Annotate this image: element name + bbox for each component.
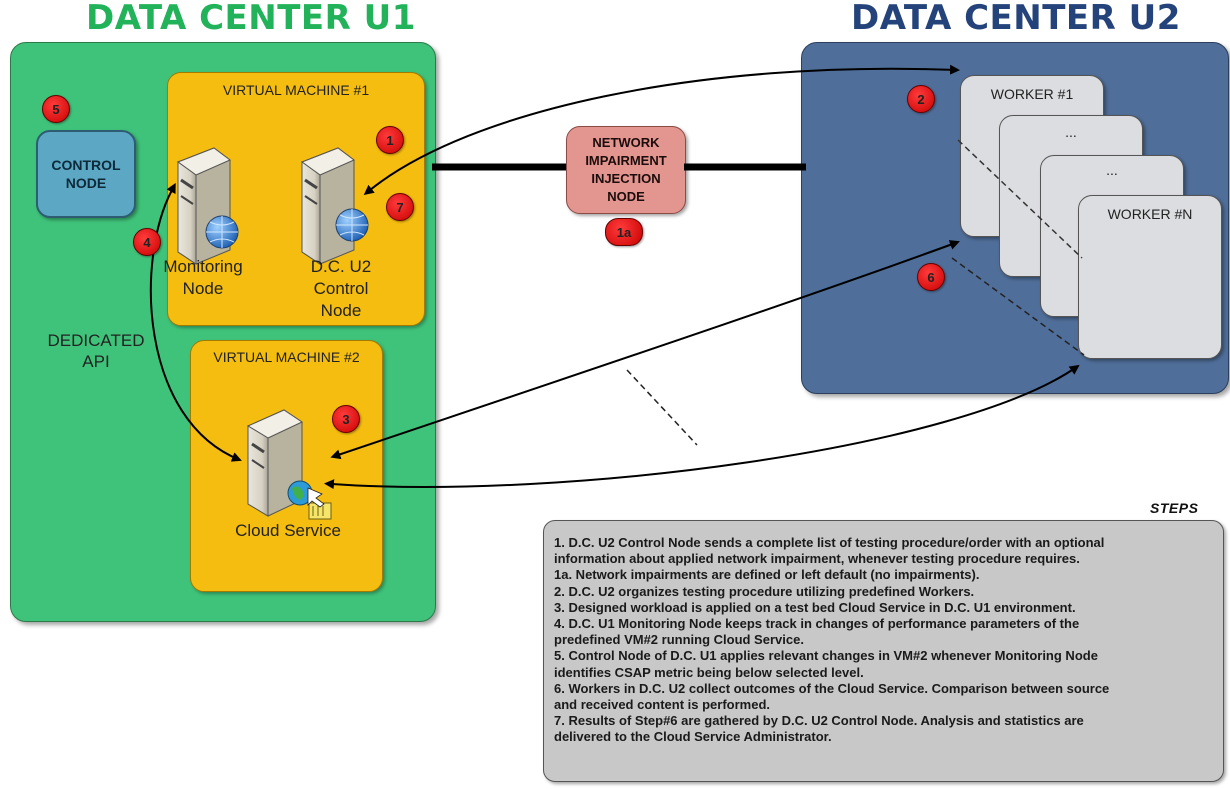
steps-line: 5. Control Node of D.C. U1 applies relev… bbox=[554, 648, 1098, 664]
arrow-worker-to-cloud-service bbox=[330, 240, 960, 460]
dashed-guide-line bbox=[626, 369, 698, 446]
dc1-title: DATA CENTER U1 bbox=[86, 0, 416, 38]
steps-line: and received content is performed. bbox=[554, 697, 771, 713]
steps-line: information about applied network impair… bbox=[554, 551, 1080, 567]
step-badge-3: 3 bbox=[332, 405, 360, 433]
monitoring-server-icon bbox=[176, 147, 239, 265]
dedicated-api-line-2: API bbox=[82, 352, 110, 371]
arrow-dedicated-api bbox=[149, 182, 242, 462]
step-badge-5: 5 bbox=[42, 95, 70, 123]
step-badge-1: 1 bbox=[376, 126, 404, 154]
step-badge-6: 6 bbox=[917, 263, 945, 291]
dashed-worker-line-1 bbox=[957, 139, 1083, 259]
steps-line: identifies CSAP metric being below selec… bbox=[554, 664, 864, 680]
worker-n-label: WORKER #N bbox=[1107, 206, 1193, 222]
dc2-title: DATA CENTER U2 bbox=[851, 0, 1181, 38]
steps-line: predefined VM#2 running Cloud Service. bbox=[554, 632, 804, 648]
steps-line: 3. Designed workload is applied on a tes… bbox=[554, 599, 1076, 615]
monitoring-node-line-1: Monitoring bbox=[163, 257, 243, 276]
step-badge-7: 7 bbox=[386, 193, 414, 221]
arrow-cloud-service-to-worker-n bbox=[324, 364, 1080, 490]
steps-line: 6. Workers in D.C. U2 collect outcomes o… bbox=[554, 680, 1110, 696]
control-node-line-2: NODE bbox=[65, 175, 107, 191]
vm2-title: VIRTUAL MACHINE #2 bbox=[213, 349, 360, 365]
monitoring-node-line-2: Node bbox=[182, 279, 224, 298]
worker-1-label: WORKER #1 bbox=[990, 86, 1074, 102]
steps-title: STEPS bbox=[1150, 500, 1199, 516]
dedicated-api-line-1: DEDICATED bbox=[47, 331, 145, 350]
step-badge-2: 2 bbox=[907, 85, 935, 113]
control-node-line-1: CONTROL bbox=[51, 157, 121, 173]
steps-line: delivered to the Cloud Service Administr… bbox=[554, 729, 832, 745]
dcu2-control-node-label: D.C. U2 Control Node bbox=[296, 256, 386, 322]
worker-3-label: ... bbox=[1106, 162, 1118, 178]
dashed-worker-line-2 bbox=[951, 257, 1085, 356]
monitoring-node-label: Monitoring Node bbox=[160, 256, 246, 300]
vm1-title: VIRTUAL MACHINE #1 bbox=[222, 82, 370, 98]
steps-line: 2. D.C. U2 organizes testing procedure u… bbox=[554, 583, 975, 599]
steps-line: 7. Results of Step#6 are gathered by D.C… bbox=[554, 713, 1084, 729]
worker-2-label: ... bbox=[1065, 124, 1077, 140]
dcu2-control-node-line-3: Node bbox=[320, 301, 362, 320]
dcu2-control-node-line-2: Control bbox=[313, 279, 369, 298]
steps-line: 1. D.C. U2 Control Node sends a complete… bbox=[554, 535, 1105, 550]
steps-line: 4. D.C. U1 Monitoring Node keeps track i… bbox=[554, 616, 1080, 632]
control-node: CONTROL NODE bbox=[36, 130, 136, 218]
steps-line: 1a. Network impairments are defined or l… bbox=[554, 567, 980, 583]
arrow-control-to-workers bbox=[363, 64, 960, 195]
cloud-service-label: Cloud Service bbox=[235, 521, 341, 540]
dcu2-control-server-icon bbox=[300, 147, 369, 265]
steps-box: 1. D.C. U2 Control Node sends a complete… bbox=[543, 520, 1224, 782]
dcu2-control-node-line-1: D.C. U2 bbox=[310, 257, 372, 276]
step-badge-1a: 1a bbox=[605, 218, 643, 246]
dedicated-api-label: DEDICATED API bbox=[40, 330, 152, 372]
step-badge-4: 4 bbox=[133, 228, 161, 256]
cloud-service-server-icon bbox=[246, 409, 332, 520]
worker-n: WORKER #N bbox=[1078, 195, 1222, 359]
